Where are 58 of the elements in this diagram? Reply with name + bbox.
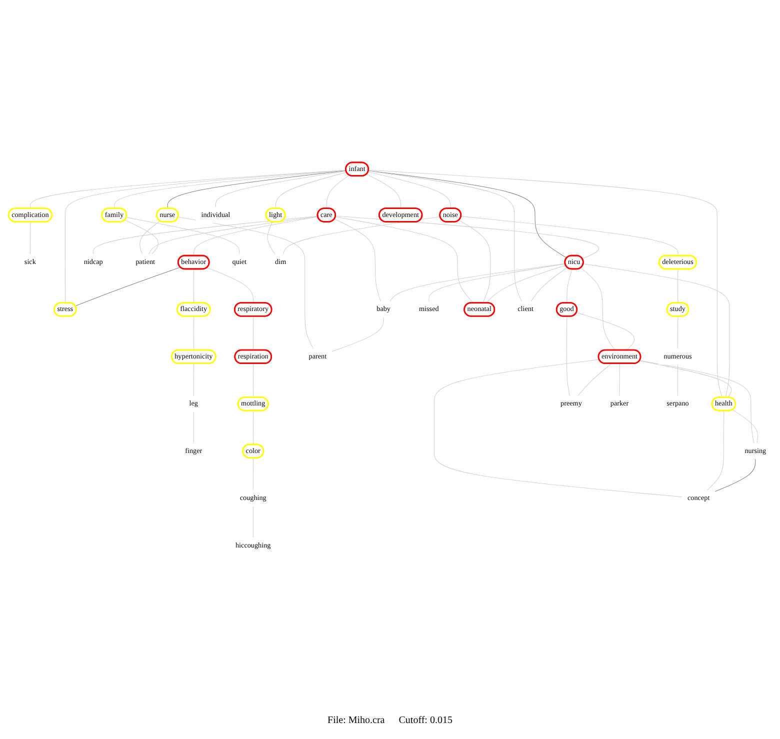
connector	[368, 170, 568, 258]
connector	[530, 266, 568, 302]
connector	[486, 264, 566, 303]
connector	[139, 220, 160, 254]
connector	[460, 216, 678, 256]
connector	[714, 458, 756, 492]
connector	[193, 411, 194, 443]
connector	[434, 358, 682, 497]
connector	[368, 171, 451, 208]
connector	[167, 170, 346, 208]
connector	[252, 457, 254, 490]
connector	[64, 169, 346, 303]
connector	[368, 170, 522, 302]
connector	[93, 215, 318, 254]
connector	[677, 316, 678, 348]
connector	[215, 170, 346, 207]
connector	[706, 410, 724, 490]
connector	[639, 360, 732, 398]
connector	[576, 312, 635, 350]
connector	[124, 219, 158, 254]
connector	[252, 410, 254, 444]
connector	[580, 267, 616, 350]
connector	[267, 221, 276, 254]
connector	[389, 262, 566, 302]
connector	[335, 216, 474, 303]
connector	[566, 316, 570, 396]
connector	[114, 170, 346, 208]
connector	[74, 266, 181, 306]
connector	[193, 362, 194, 396]
connector	[428, 263, 566, 302]
connector	[566, 268, 572, 303]
connector	[619, 362, 620, 396]
connector	[639, 360, 754, 443]
connector	[178, 216, 314, 348]
connector	[252, 362, 254, 398]
connector	[193, 268, 194, 303]
connector	[458, 219, 491, 303]
connector	[368, 169, 722, 398]
connector	[578, 362, 612, 396]
connector	[366, 173, 402, 208]
connector	[732, 408, 758, 443]
connector	[194, 216, 318, 256]
connector	[30, 221, 31, 254]
connector	[252, 316, 254, 350]
footer-note: File: Miho.cra	[328, 715, 385, 728]
connector	[275, 171, 347, 208]
footer-note: Cutoff: 0.015	[398, 715, 452, 728]
connector	[30, 169, 346, 208]
connector	[193, 316, 194, 350]
connector	[677, 364, 678, 396]
connector	[148, 216, 318, 254]
connector	[582, 263, 730, 398]
connector	[126, 216, 240, 254]
connector	[326, 174, 350, 208]
connector	[252, 506, 254, 538]
connector	[206, 266, 254, 303]
connector	[334, 218, 381, 302]
connector	[332, 316, 384, 352]
